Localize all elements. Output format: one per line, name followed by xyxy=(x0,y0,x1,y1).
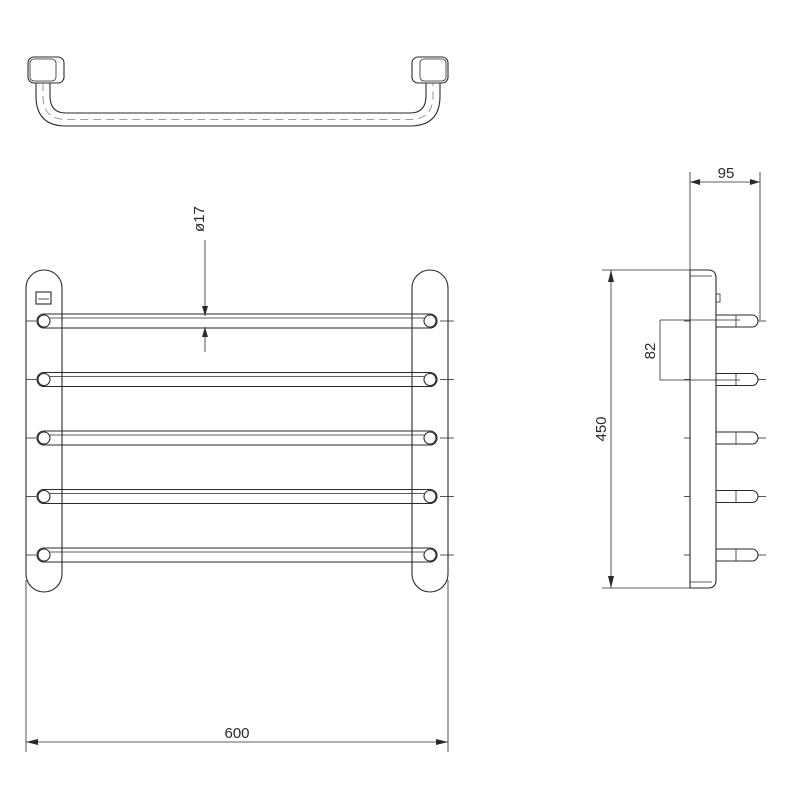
front-bar xyxy=(26,547,454,563)
side-view: 95 450 82 xyxy=(593,165,766,589)
right-wall-plate xyxy=(411,269,449,593)
spacing-label: 82 xyxy=(642,343,659,360)
front-bar xyxy=(26,371,454,388)
top-view xyxy=(27,56,449,127)
side-peg xyxy=(684,314,766,328)
side-peg xyxy=(684,372,766,387)
side-peg xyxy=(684,489,766,504)
top-tube-inner xyxy=(49,83,427,114)
side-peg xyxy=(684,431,766,445)
depth-label: 95 xyxy=(718,165,735,182)
switch-icon xyxy=(35,291,52,305)
left-wall-plate xyxy=(25,269,63,593)
front-bar xyxy=(26,488,454,505)
top-right-mount xyxy=(411,56,449,84)
diameter-label: ø17 xyxy=(191,206,208,232)
height-label: 450 xyxy=(593,416,610,441)
front-bars xyxy=(26,313,454,563)
top-tube-outer xyxy=(35,83,441,127)
side-wall-plate xyxy=(689,269,717,589)
front-view: ø17 600 xyxy=(25,206,454,752)
top-left-mount xyxy=(27,56,65,84)
front-bar xyxy=(26,313,454,329)
front-bar xyxy=(26,430,454,446)
side-pegs xyxy=(684,314,766,562)
side-peg xyxy=(684,548,766,562)
width-label: 600 xyxy=(224,725,249,742)
